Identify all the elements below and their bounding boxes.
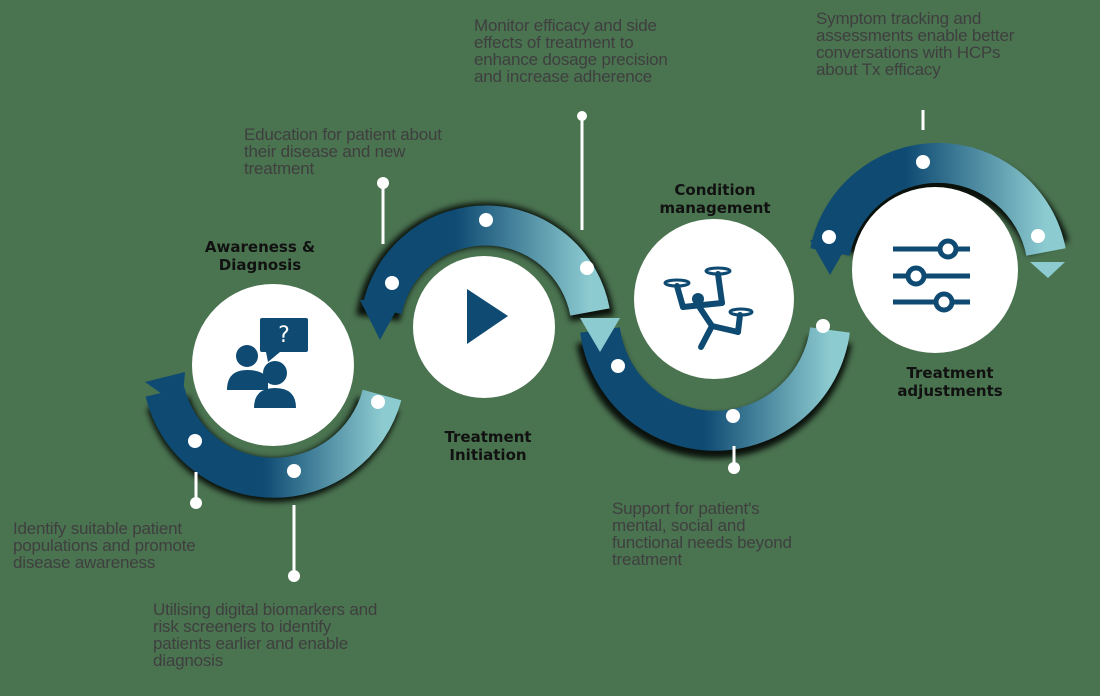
play-icon bbox=[467, 289, 508, 344]
description-identify-populations: Identify suitable patient populations an… bbox=[13, 519, 196, 572]
description-monitor-efficacy: Monitor efficacy and side effects of tre… bbox=[474, 16, 668, 86]
description-patient-education: Education for patient about their diseas… bbox=[244, 125, 442, 178]
sliders-icon bbox=[893, 238, 970, 313]
stage-label-adjustments: Treatment adjustments bbox=[897, 364, 1003, 400]
stage-label-condition: Condition management bbox=[659, 181, 771, 217]
description-symptom-tracking: Symptom tracking and assessments enable … bbox=[816, 9, 1015, 79]
stage-label-awareness: Awareness & Diagnosis bbox=[204, 238, 316, 274]
people-question-icon: ? bbox=[227, 318, 308, 408]
svg-text:?: ? bbox=[278, 323, 290, 348]
juggling-person-icon bbox=[663, 266, 754, 350]
stage-label-initiation: Treatment Initiation bbox=[444, 428, 532, 464]
description-patient-support: Support for patient's mental, social and… bbox=[612, 499, 792, 569]
description-digital-biomarkers: Utilising digital biomarkers and risk sc… bbox=[153, 600, 378, 670]
